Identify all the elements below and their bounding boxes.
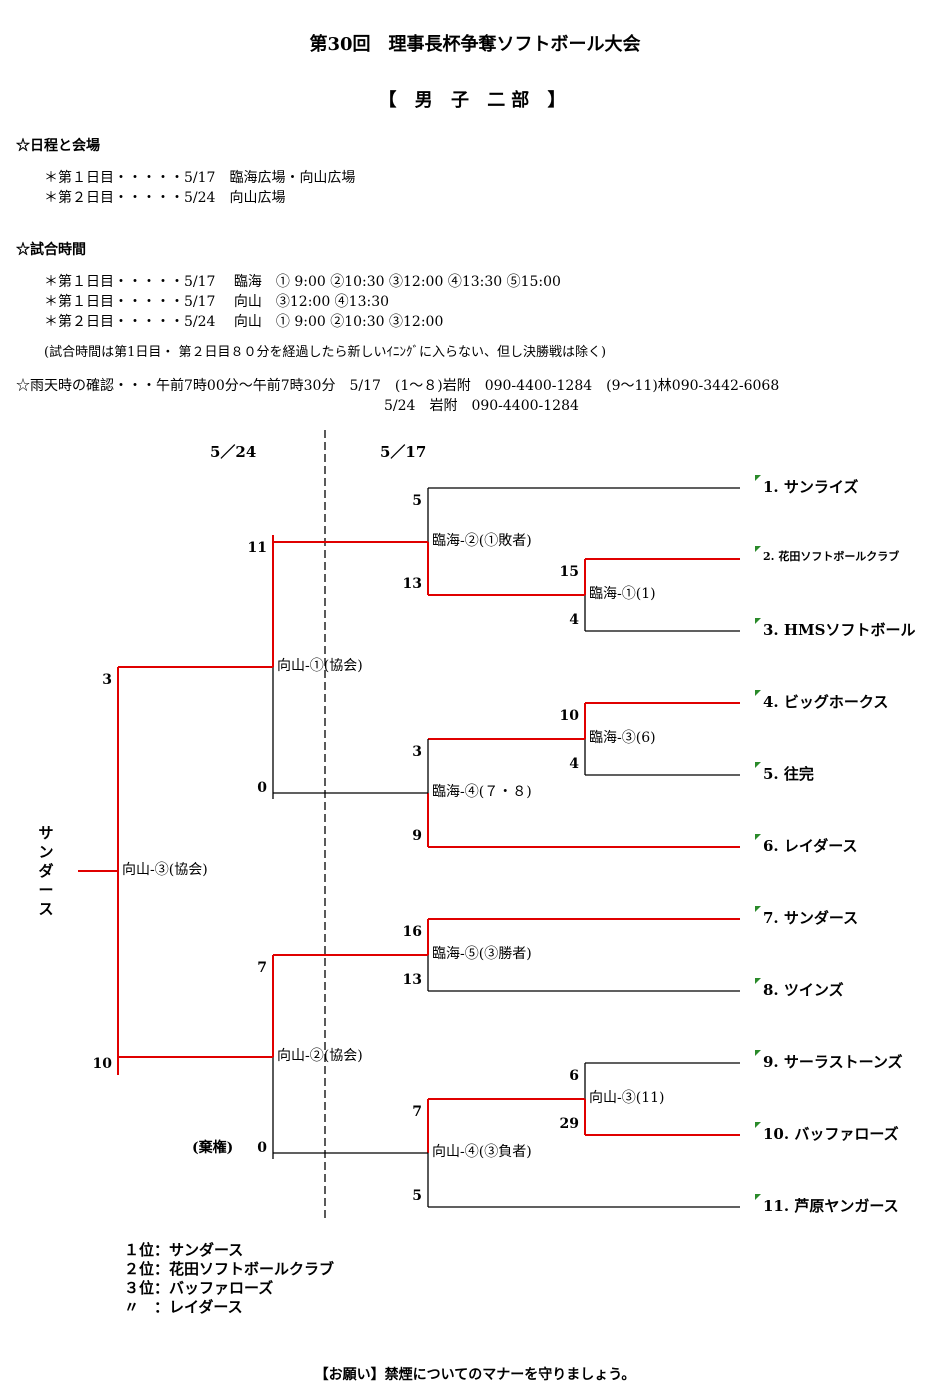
- team-name: 10. バッファローズ: [763, 1125, 899, 1143]
- match-score: 4: [569, 756, 579, 772]
- match-time-line: ＊第１日目・・・・・5/17 臨海 ① 9:00 ②10:30 ③12:00 ④…: [44, 274, 561, 290]
- match-times-heading: ☆試合時間: [16, 242, 86, 258]
- flag-marker-icon: [755, 1122, 761, 1128]
- match-score: 16: [402, 924, 422, 940]
- team-name: 4. ビッグホークス: [763, 693, 889, 711]
- match-label: 向山-①(協会): [277, 658, 363, 674]
- match-score: 3: [102, 672, 112, 688]
- match-label: 臨海-④(７・８): [432, 784, 532, 800]
- flag-marker-icon: [755, 762, 761, 768]
- team-name: 2. 花田ソフトボールクラブ: [763, 550, 900, 563]
- team-name: 9. サーラストーンズ: [763, 1053, 903, 1071]
- page-title: 第30回 理事長杯争奪ソフトボール大会: [309, 34, 641, 55]
- match-score: 0: [257, 1140, 267, 1156]
- match-label: 向山-④(③負者): [432, 1144, 532, 1160]
- match-score: 0: [257, 780, 267, 796]
- match-score: 10: [559, 708, 579, 724]
- flag-marker-icon: [755, 690, 761, 696]
- result-rank-3: ３位：バッファローズ: [124, 1279, 274, 1297]
- match-label: 向山-②(協会): [277, 1048, 363, 1064]
- date-day2: 5／24: [210, 443, 257, 461]
- schedule-line: ＊第２日目・・・・・5/24 向山広場: [44, 190, 286, 206]
- match-score: 7: [257, 960, 267, 976]
- match-score: 5: [412, 1188, 422, 1204]
- division-heading: 【 男 子 二部 】: [378, 90, 572, 111]
- match-label: 臨海-②(①敗者): [432, 533, 532, 549]
- flag-marker-icon: [755, 618, 761, 624]
- team-name: 6. レイダース: [763, 837, 858, 855]
- champion-name: サンダース: [38, 824, 54, 918]
- flag-marker-icon: [755, 475, 761, 481]
- forfeit-note: (棄権): [192, 1140, 234, 1156]
- match-score: 29: [559, 1116, 579, 1132]
- match-label: 向山-③(協会): [122, 862, 208, 878]
- flag-marker-icon: [755, 1194, 761, 1200]
- date-day1: 5／17: [380, 443, 427, 461]
- flag-marker-icon: [755, 546, 761, 552]
- match-label: 臨海-①(1): [589, 586, 656, 602]
- rain-contact-line: ☆雨天時の確認・・・午前7時00分～午前7時30分 5/17 (1～８)岩附 0…: [16, 378, 780, 394]
- match-label: 臨海-③(6): [589, 730, 656, 746]
- team-name: 1. サンライズ: [763, 478, 859, 496]
- match-score: 13: [402, 972, 422, 988]
- match-score: 9: [412, 828, 422, 844]
- flag-marker-icon: [755, 1050, 761, 1056]
- schedule-heading: ☆日程と会場: [16, 138, 100, 154]
- team-name: 7. サンダース: [763, 909, 859, 927]
- match-score: 7: [412, 1104, 422, 1120]
- match-score: 5: [412, 493, 422, 509]
- match-score: 6: [569, 1068, 579, 1084]
- result-rank-3b: 〃 ：レイダース: [124, 1298, 243, 1316]
- schedule-line: ＊第１日目・・・・・5/17 臨海広場・向山広場: [44, 170, 356, 186]
- match-label: 臨海-⑤(③勝者): [432, 946, 532, 962]
- match-score: 11: [247, 540, 267, 556]
- result-rank-2: ２位：花田ソフトボールクラブ: [124, 1260, 335, 1278]
- flag-marker-icon: [755, 906, 761, 912]
- team-name: 3. HMSソフトボール: [763, 621, 916, 639]
- match-label: 向山-③(11): [589, 1090, 665, 1106]
- team-name: 5. 往完: [763, 765, 814, 783]
- match-score: 3: [412, 744, 422, 760]
- flag-marker-icon: [755, 978, 761, 984]
- result-rank-1: １位：サンダース: [124, 1241, 244, 1259]
- flag-marker-icon: [755, 834, 761, 840]
- notice: 【お願い】禁煙についてのマナーを守りましょう。: [314, 1367, 636, 1383]
- match-time-line: ＊第２日目・・・・・5/24 向山 ① 9:00 ②10:30 ③12:00: [44, 314, 444, 330]
- team-name: 11. 芦原ヤンガース: [763, 1197, 899, 1215]
- match-score: 15: [559, 564, 579, 580]
- match-time-line: ＊第１日目・・・・・5/17 向山 ③12:00 ④13:30: [44, 294, 390, 310]
- team-name: 8. ツインズ: [763, 981, 844, 999]
- match-score: 10: [92, 1056, 112, 1072]
- match-time-note: (試合時間は第1日目・ 第２日目８０分を経過したら新しいｲﾆﾝｸﾞに入らない、但…: [44, 345, 607, 360]
- rain-contact-line: 5/24 岩附 090-4400-1284: [384, 398, 579, 414]
- match-score: 13: [402, 576, 422, 592]
- match-score: 4: [569, 612, 579, 628]
